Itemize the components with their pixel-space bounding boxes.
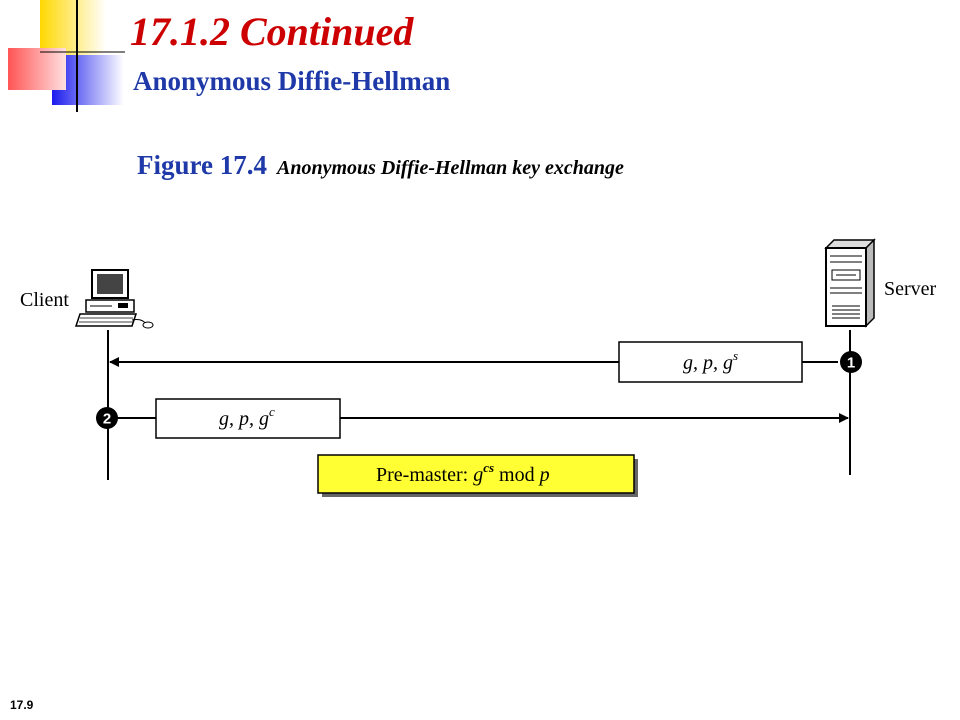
- figure-caption: Figure 17.4 Anonymous Diffie-Hellman key …: [137, 150, 624, 181]
- slide-number: 17.9: [10, 698, 34, 712]
- figure-label: Figure 17.4: [137, 150, 267, 180]
- message-2-sup: c: [269, 404, 275, 419]
- step-2-badge: [96, 407, 118, 429]
- desktop-computer-icon: [74, 269, 154, 329]
- premaster-mod: mod: [494, 464, 540, 486]
- message-1-label: g, p, gs: [683, 348, 738, 374]
- corner-decoration: [8, 0, 125, 112]
- premaster-label: Pre-master: gcs mod p: [376, 460, 550, 486]
- figure-description: Anonymous Diffie-Hellman key exchange: [277, 157, 624, 179]
- premaster-p: p: [538, 464, 550, 486]
- step-1-badge: [840, 351, 862, 373]
- client-label: Client: [20, 289, 69, 311]
- premaster-box: [317, 454, 635, 494]
- message-2-base: g, p, g: [219, 408, 269, 430]
- step-1-number: 1: [847, 355, 855, 372]
- message-1-sup: s: [733, 348, 738, 363]
- premaster-g: g: [473, 464, 483, 486]
- premaster-sup: cs: [483, 460, 494, 475]
- server-tower-icon: [824, 238, 876, 328]
- slide-subtitle: Anonymous Diffie-Hellman: [133, 66, 451, 96]
- slide-title: 17.1.2 Continued: [130, 9, 414, 54]
- message-2-box: [155, 398, 341, 439]
- key-exchange-diagram: Client Server g, p, gs 1 g, p, gc 2 Pre-…: [20, 238, 937, 497]
- step-2-number: 2: [103, 411, 111, 428]
- message-2-label: g, p, gc: [219, 404, 275, 430]
- message-1-box: [618, 341, 803, 383]
- premaster-prefix: Pre-master:: [376, 464, 473, 486]
- server-label: Server: [884, 278, 937, 300]
- message-1-base: g, p, g: [683, 352, 733, 374]
